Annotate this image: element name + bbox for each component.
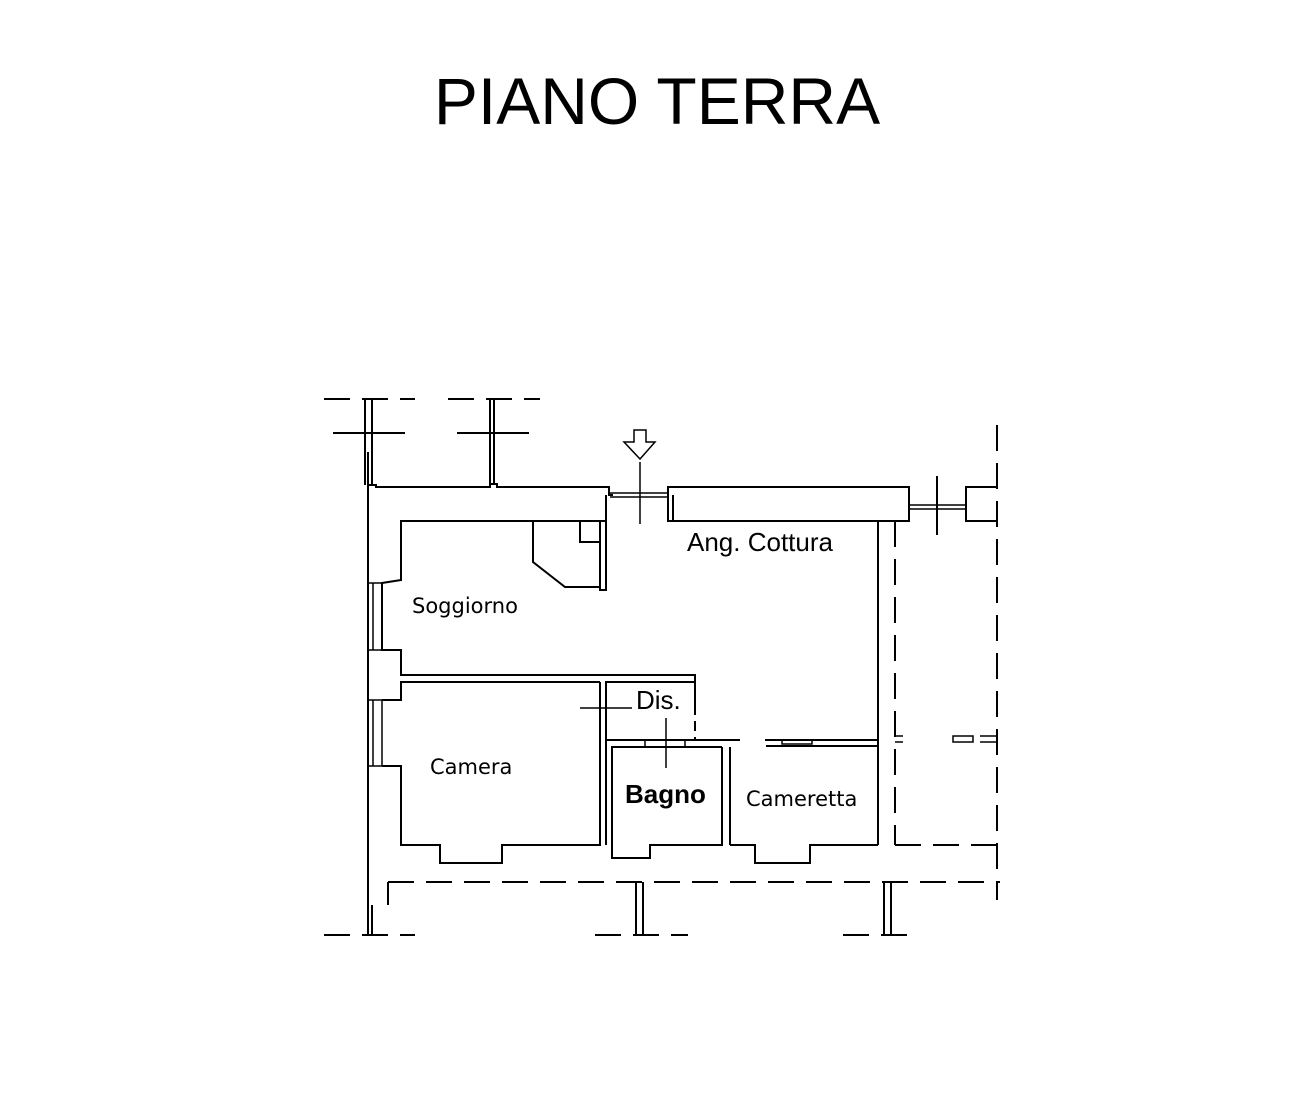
walls [364, 400, 997, 935]
entrance-arrow-icon [622, 429, 657, 524]
room-label-bagno: Bagno [625, 779, 706, 809]
room-label-soggiorno: Soggiorno [412, 594, 518, 618]
dashed-boundaries [324, 398, 1000, 936]
room-label-dis: Dis. [636, 685, 681, 715]
room-label-cottura: Ang. Cottura [687, 527, 834, 557]
plan-title: PIANO TERRA [434, 64, 880, 138]
room-label-cameretta: Cameretta [746, 787, 857, 811]
room-label-camera: Camera [430, 755, 512, 779]
